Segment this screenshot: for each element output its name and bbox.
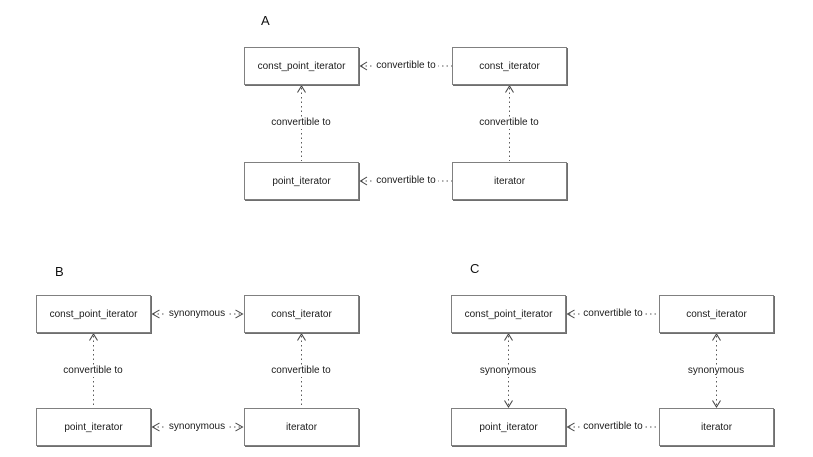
diagram-c-node-iterator: iterator (659, 408, 774, 446)
diagram-b-letter: B (55, 264, 64, 279)
diagram-b-node-const-point-iterator: const_point_iterator (36, 295, 151, 333)
diagram-a-node-const-iterator: const_iterator (452, 47, 567, 85)
diagram-b-node-point-iterator: point_iterator (36, 408, 151, 446)
diagram-c-node-point-iterator: point_iterator (451, 408, 566, 446)
diagram-c-top-horizontal-left-arrowhead (566, 309, 575, 319)
diagram-c-left-vertical-up-arrowhead (504, 333, 513, 341)
diagram-a-node-const-point-iterator: const_point_iterator (244, 47, 359, 85)
diagram-b-right-vertical-edge-label: convertible to (268, 365, 334, 377)
diagram-c-right-vertical-edge-label: synonymous (684, 365, 748, 377)
diagram-b-top-horizontal-left-arrowhead (151, 309, 160, 319)
diagram-c-bottom-horizontal-edge-label: convertible to (580, 421, 646, 433)
diagram-c-bottom-horizontal-left-arrowhead (566, 422, 575, 432)
diagram-b-left-vertical-up-arrowhead (89, 333, 98, 341)
diagram-c-node-const-iterator: const_iterator (659, 295, 774, 333)
diagram-b-top-horizontal-edge-label: synonymous (165, 308, 229, 320)
diagram-a-node-iterator: iterator (452, 162, 567, 200)
diagram-a-node-point-iterator: point_iterator (244, 162, 359, 200)
diagram-b-bottom-horizontal-edge-label: synonymous (165, 421, 229, 433)
diagram-b-node-iterator: iterator (244, 408, 359, 446)
diagram-a-right-vertical-up-arrowhead (505, 85, 514, 93)
diagram-a-top-horizontal-left-arrowhead (359, 61, 368, 71)
diagram-b-bottom-horizontal-left-arrowhead (151, 422, 160, 432)
diagram-a-left-vertical-edge-label: convertible to (268, 117, 334, 129)
diagram-c-left-vertical-edge-label: synonymous (476, 365, 540, 377)
diagram-c-right-vertical-up-arrowhead (712, 333, 721, 341)
diagram-a-top-horizontal-edge-label: convertible to (373, 60, 439, 72)
diagram-b-right-vertical-up-arrowhead (297, 333, 306, 341)
diagram-b-left-vertical-edge-label: convertible to (60, 365, 126, 377)
diagram-a-right-vertical-edge-label: convertible to (476, 117, 542, 129)
diagram-c-letter: C (470, 261, 480, 276)
diagram-c-left-vertical-down-arrowhead (504, 400, 513, 408)
diagram-a-letter: A (261, 13, 270, 28)
diagram-a-bottom-horizontal-edge-label: convertible to (373, 175, 439, 187)
diagram-c-top-horizontal-edge-label: convertible to (580, 308, 646, 320)
diagram-a-left-vertical-up-arrowhead (297, 85, 306, 93)
diagram-c-node-const-point-iterator: const_point_iterator (451, 295, 566, 333)
diagram-c-right-vertical-down-arrowhead (712, 400, 721, 408)
diagram-b-top-horizontal-right-arrowhead (235, 309, 244, 319)
diagram-b-bottom-horizontal-right-arrowhead (235, 422, 244, 432)
diagram-a-bottom-horizontal-left-arrowhead (359, 176, 368, 186)
diagram-b-node-const-iterator: const_iterator (244, 295, 359, 333)
